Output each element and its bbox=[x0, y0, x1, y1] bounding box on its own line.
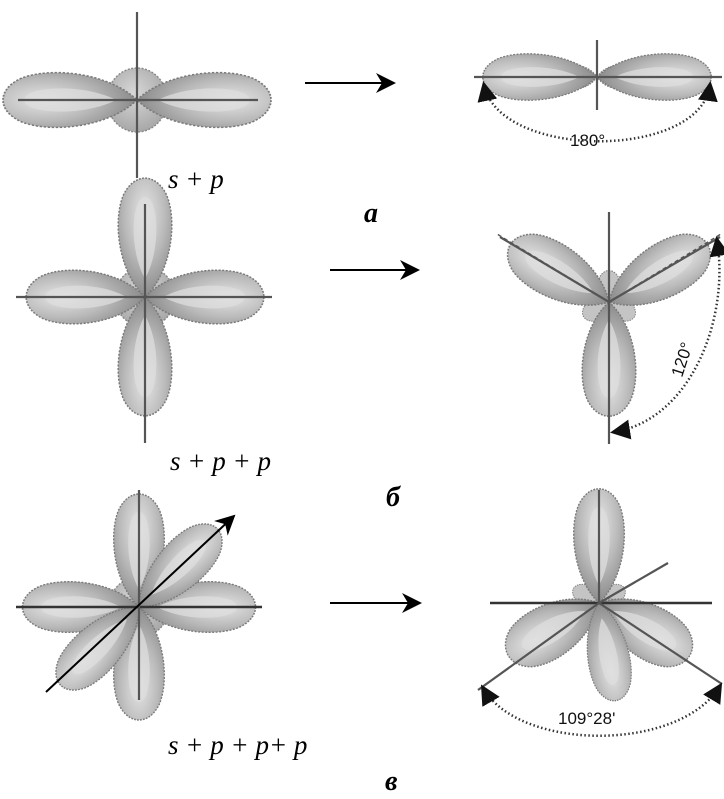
panel-letter-c: в bbox=[385, 766, 398, 797]
formula-a: s + p bbox=[168, 164, 224, 194]
formula-b: s + p + p bbox=[170, 446, 271, 476]
angle-label-a: 180° bbox=[570, 131, 605, 150]
angle-label-b: 120° bbox=[668, 340, 697, 379]
formula-c: s + p + p+ p bbox=[168, 730, 307, 760]
panel-letter-a: а bbox=[364, 198, 378, 229]
panel-c-orbitals-s-p-p-p bbox=[16, 490, 262, 720]
panel-c-sp3-hybrid: 109°28' bbox=[478, 489, 722, 736]
panel-b-sp2-hybrid: 120° bbox=[497, 212, 722, 444]
panel-letter-b: б bbox=[386, 482, 401, 513]
panel-b-orbitals-s-p-p bbox=[16, 178, 272, 443]
angle-label-c: 109°28' bbox=[558, 709, 615, 728]
panel-a-sp-hybrid: 180° bbox=[474, 40, 722, 150]
panel-a-orbitals-s-p bbox=[3, 12, 271, 178]
